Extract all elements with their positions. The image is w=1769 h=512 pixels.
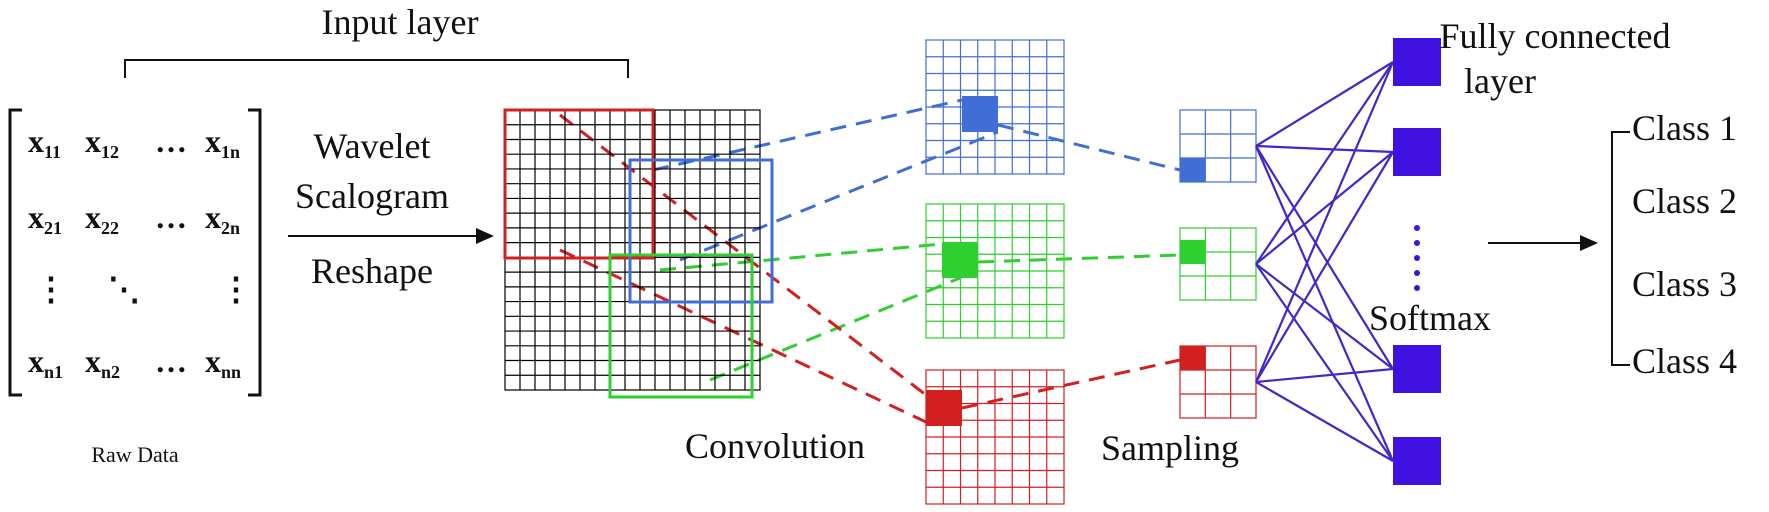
matrix-cell: x22 [85,199,119,238]
class-label: Class 2 [1632,181,1737,221]
transform-arrowhead [476,228,494,244]
convolution-label: Convolution [685,426,865,466]
sampling-label: Sampling [1101,428,1239,468]
ellipsis-dot [1414,285,1420,291]
dashed-connector [679,130,999,262]
fc-connection [1255,145,1394,370]
output-neurons [1393,38,1441,485]
neuron-square [1393,128,1441,176]
input-grid [504,109,761,391]
matrix-cell: xn2 [85,343,120,382]
red-receptive-field [503,108,655,260]
ellipsis-dot [1414,270,1420,276]
matrix-row-3: ⋮ ⋱ ⋮ [35,271,252,307]
blue-feature-map [925,39,1065,175]
input-layer-bracket [124,59,629,78]
matrix-cell: x21 [28,199,62,238]
fc-connection [1255,61,1394,147]
ellipsis-dot [1414,255,1420,261]
ellipsis-dot [1414,240,1420,246]
green-receptive-field [608,253,754,399]
blue-receptive-field [628,158,774,304]
fc-connection [1254,145,1395,462]
matrix-cell: xnn [205,343,241,382]
matrix-row-2: x21 x22 … x2n [28,199,240,238]
neuron-square [1393,437,1441,485]
scalogram-label: Scalogram [295,176,449,216]
wavelet-label: Wavelet [313,126,430,166]
matrix-cell: x1n [205,123,240,162]
matrix-cell: x2n [205,199,240,238]
fc-connection [1255,151,1394,265]
matrix-cell: x12 [85,123,119,162]
blue-feature-cell [962,96,998,132]
fully-connected-label-line2: layer [1464,61,1536,101]
matrix-cell: ⋱ [108,271,140,307]
fc-connection [1255,61,1394,265]
reshape-label: Reshape [311,251,433,291]
matrix-cell: … [155,199,187,235]
ellipsis-dot [1414,225,1420,231]
fc-connection [1255,381,1394,462]
matrix-right-bracket [248,108,262,397]
class-label: Class 3 [1632,264,1737,304]
neuron-square [1393,345,1441,393]
input-layer-label: Input layer [322,2,479,42]
dashed-connector [652,98,963,172]
matrix-cell: … [155,343,187,379]
fc-connection [1254,61,1395,383]
matrix-row-4: xn1 xn2 … xnn [28,343,241,382]
blue-sampling-cell [1180,158,1205,182]
matrix-left-bracket [8,108,22,397]
fully-connected-label: Fully connected [1440,16,1671,56]
matrix-cell: ⋮ [35,271,67,307]
dashed-connector [997,123,1181,172]
class-label: Class 1 [1632,108,1737,148]
class-label: Class 4 [1632,341,1737,381]
neuron-square [1393,38,1441,86]
fc-connection [1255,151,1394,383]
dashed-connector [709,276,961,382]
class-bracket [1611,131,1630,366]
matrix-cell: ⋮ [220,271,252,307]
matrix-row-1: x11 x12 … x1n [28,123,240,162]
fc-connection [1255,144,1394,154]
dashed-connector [559,248,927,424]
matrix-cell: xn1 [28,343,63,382]
dashed-connector [961,358,1181,410]
raw-data-label: Raw Data [91,442,179,467]
input-grid-border [504,109,761,391]
feature-grids [503,39,1257,505]
red-feature-cell [926,390,962,426]
fc-connection [1255,367,1394,384]
connection-lines [559,98,1181,424]
dashed-connector [977,253,1181,264]
softmax-label: Softmax [1369,298,1491,338]
matrix-cell: x11 [28,123,61,162]
fc-connection [1255,263,1394,370]
green-sampling-cell [1180,240,1205,264]
green-feature-cell [942,242,978,278]
dashed-connector [659,242,943,272]
fc-connection [1255,263,1394,462]
fully-connected-lines [1254,61,1395,462]
softmax-arrowhead [1580,235,1598,251]
red-sampling-cell [1180,346,1205,370]
matrix-cell: … [155,123,187,159]
